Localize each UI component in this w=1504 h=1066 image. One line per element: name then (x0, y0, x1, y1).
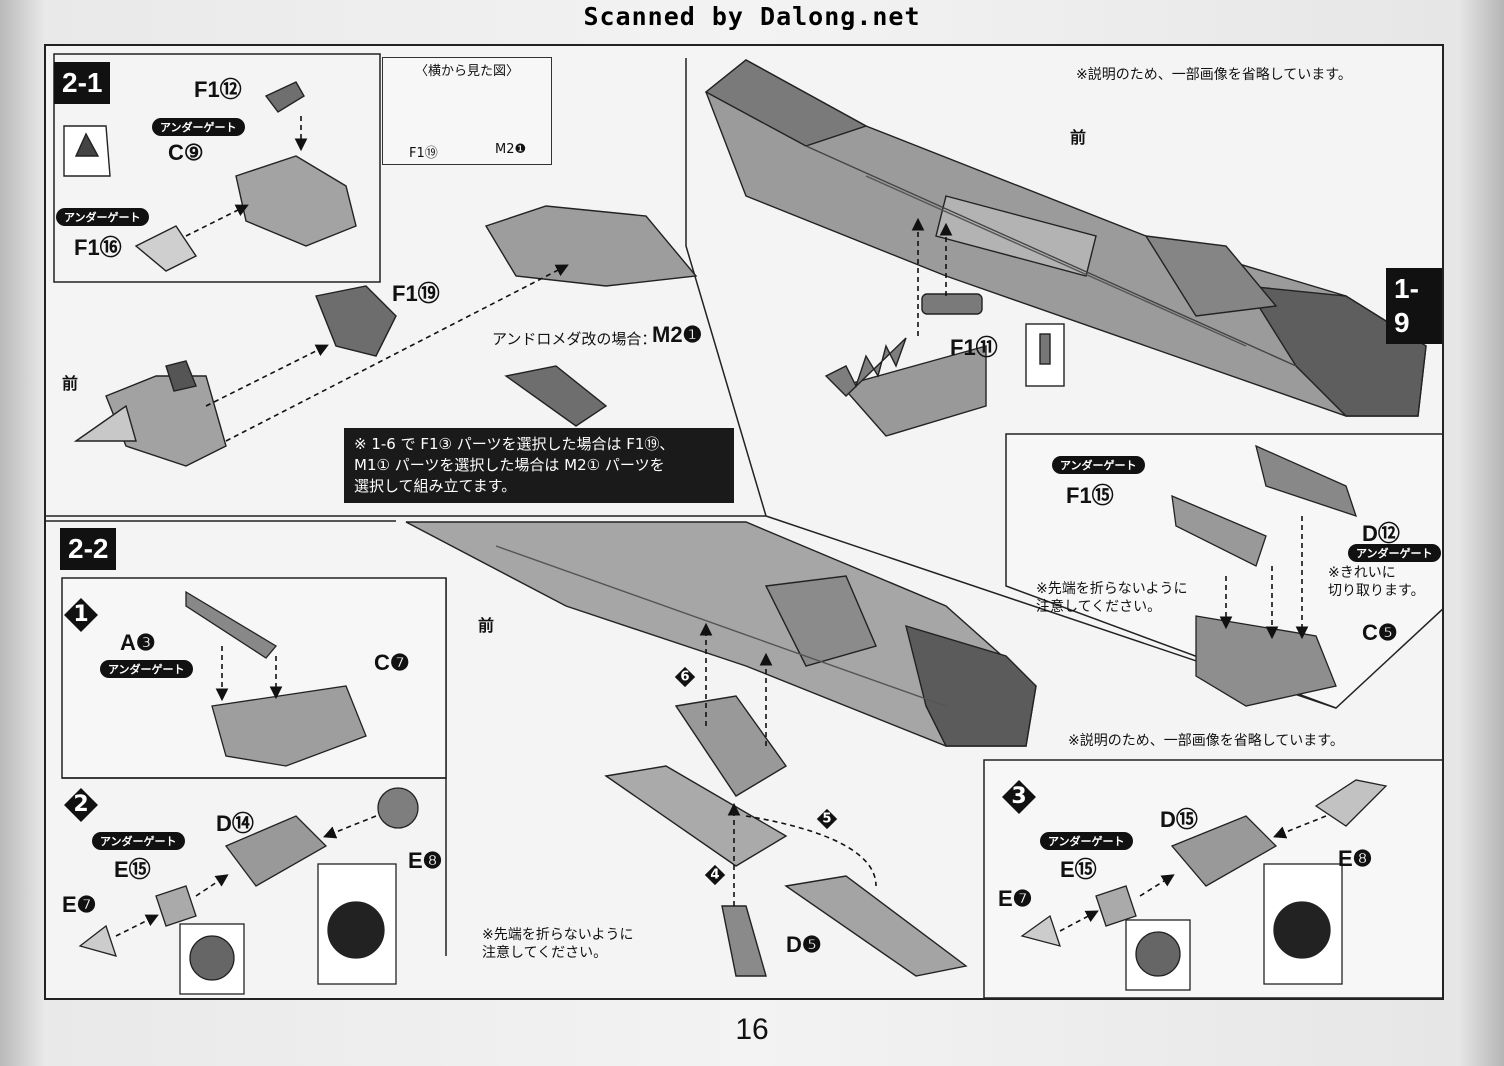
label-e15: E⑮ (114, 857, 151, 882)
label-m2-1: M2❶ (652, 322, 703, 347)
scan-credit: Scanned by Dalong.net (583, 2, 921, 31)
tip-care-note: ※先端を折らないように 注意してください。 (1036, 580, 1187, 616)
note-line: 切り取ります。 (1328, 583, 1425, 599)
scan-banner: Scanned by Dalong.net (0, 0, 1504, 34)
step-2-marker: 2 (64, 788, 98, 822)
label-front: 前 (1070, 130, 1087, 147)
label-f1-12: F1⑫ (194, 77, 242, 102)
under-gate-tag: アンダーゲート (92, 832, 185, 850)
label-c9: C⑨ (168, 140, 204, 165)
step-1-marker: 1 (64, 598, 98, 632)
tip-care-note: ※先端を折らないように 注意してください。 (482, 926, 633, 962)
hull-lower (405, 521, 1037, 747)
label-f1-16: F1⑯ (74, 235, 122, 260)
side-view-title: 〈横から見た図〉 (414, 64, 519, 79)
nose-parts-2-1 (63, 81, 698, 467)
side-view-left-label: F1⑲ (409, 146, 438, 161)
side-view-right-label: M2❶ (495, 142, 527, 157)
label-e8: E❽ (408, 848, 443, 873)
label-d5: D❺ (786, 932, 822, 957)
under-gate-tag: アンダーゲート (100, 660, 193, 678)
fin-assembly (824, 293, 1065, 437)
label-d15: D⑮ (1160, 807, 1198, 832)
label-f1-19: F1⑲ (392, 281, 440, 306)
note-line: M1① パーツを選択した場合は M2① パーツを (354, 456, 665, 474)
label-e15: E⑮ (1060, 857, 1097, 882)
step-number: 4 (710, 867, 720, 883)
section-badge-2-1-text: 2-1 (62, 67, 103, 98)
label-e8: E❽ (1338, 846, 1373, 871)
label-f1-15: F1⑮ (1066, 483, 1114, 508)
lower-fin-stack (604, 695, 968, 977)
hull-upper (704, 59, 1427, 417)
sequence-marker-5: 5 (816, 808, 838, 830)
omit-note-bottom: ※説明のため、一部画像を省略しています。 (1068, 733, 1344, 749)
instruction-illustrations (46, 53, 1442, 998)
andromeda-note: アンドロメダ改の場合： (492, 330, 657, 348)
section-badge-1-9: 1-9 (1386, 268, 1442, 344)
note-line: 注意してください。 (482, 945, 608, 961)
panel-2-1-inset (53, 53, 381, 283)
under-gate-tag: アンダーゲート (1052, 456, 1145, 474)
step-3-marker: 3 (1002, 780, 1036, 814)
note-line: 選択して組み立てます。 (354, 477, 517, 495)
step1-parts (185, 590, 367, 767)
under-gate-tag: アンダーゲート (152, 118, 245, 136)
label-e7: E❼ (62, 892, 97, 917)
section-badge-2-1: 2-1 (54, 62, 111, 104)
note-line: ※きれいに (1328, 565, 1396, 581)
section-badge-2-2-text: 2-2 (68, 533, 109, 564)
note-line: ※先端を折らないように (1036, 581, 1188, 597)
note-line: ※先端を折らないように (482, 927, 634, 943)
note-line: ※ 1-6 で F1③ パーツを選択した場合は F1⑲、 (354, 435, 675, 453)
section-badge-2-2: 2-2 (60, 528, 117, 570)
label-front: 前 (478, 618, 495, 635)
under-gate-tag: アンダーゲート (1348, 544, 1441, 562)
note-line: 注意してください。 (1036, 599, 1162, 615)
step-number: 1 (73, 602, 89, 627)
omit-note-top: ※説明のため、一部画像を省略しています。 (1076, 67, 1352, 83)
step3-parts (1020, 779, 1388, 991)
label-a3: A❸ (120, 630, 156, 655)
label-c5: C❺ (1362, 620, 1398, 645)
panel-diagonal (685, 58, 1337, 709)
sequence-marker-6: 6 (674, 666, 696, 688)
sequence-marker-4: 4 (704, 864, 726, 886)
step-number: 5 (822, 811, 832, 827)
under-gate-tag: アンダーゲート (1040, 832, 1133, 850)
label-d14: D⑭ (216, 811, 254, 836)
label-e7: E❼ (998, 886, 1033, 911)
cut-note: ※きれいに 切り取ります。 (1328, 564, 1425, 600)
page-number: 16 (735, 1013, 769, 1046)
label-c7: C❼ (374, 650, 410, 675)
step-number: 6 (680, 669, 690, 685)
step-number: 2 (73, 792, 89, 817)
side-view-inset: 〈横から見た図〉 F1⑲ M2❶ (382, 57, 552, 165)
section-badge-1-9-text: 1-9 (1394, 273, 1419, 338)
instruction-page: 2-1 F1⑫ アンダーゲート C⑨ アンダーゲート F1⑯ F1⑲ 前 アンド… (44, 44, 1444, 1000)
label-front: 前 (62, 376, 79, 393)
step-number: 3 (1011, 784, 1027, 809)
label-d12: D⑫ (1362, 521, 1400, 546)
step2-parts (78, 787, 419, 995)
under-gate-tag: アンダーゲート (56, 208, 149, 226)
part-selection-note: ※ 1-6 で F1③ パーツを選択した場合は F1⑲、 M1① パーツを選択し… (344, 428, 734, 503)
label-f1-11: F1⑪ (950, 335, 998, 360)
